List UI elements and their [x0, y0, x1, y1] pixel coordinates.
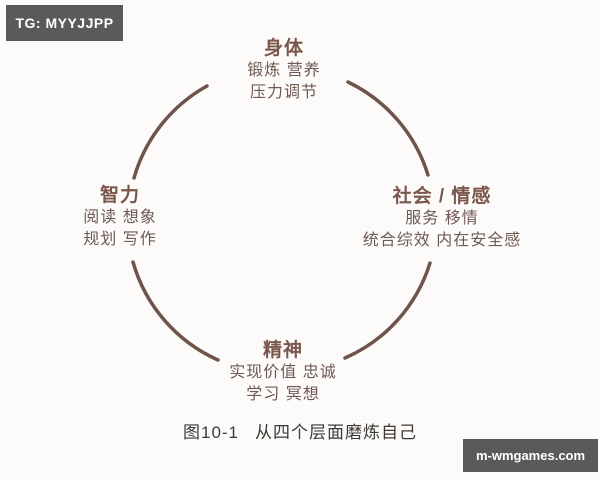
watermark-telegram-badge: TG: MYYJJPP — [6, 5, 123, 41]
node-physical-line-2: 压力调节 — [249, 84, 318, 101]
node-spiritual-line-2: 学习 冥想 — [246, 386, 320, 403]
node-social-emotional-line-1: 服务 移情 — [405, 210, 479, 227]
figure-title: 从四个层面磨炼自己 — [255, 423, 418, 442]
circle-arc-top-left — [132, 84, 209, 180]
node-spiritual-title: 精神 — [262, 340, 303, 361]
node-mental-line-1: 阅读 想象 — [83, 209, 157, 226]
node-social-emotional-line-2: 统合综效 内在安全感 — [362, 232, 522, 249]
watermark-site-badge: m-wmgames.com — [463, 439, 598, 472]
node-physical: 身体 锻炼 营养 压力调节 — [184, 38, 384, 104]
node-physical-title: 身体 — [263, 38, 304, 59]
node-mental-title: 智力 — [99, 185, 140, 206]
node-mental: 智力 阅读 想象 规划 写作 — [20, 185, 220, 251]
node-social-emotional-title: 社会 / 情感 — [392, 186, 492, 207]
figure-number: 图10-1 — [182, 423, 240, 442]
node-mental-line-2: 规划 写作 — [83, 231, 157, 248]
node-spiritual: 精神 实现价值 忠诚 学习 冥想 — [173, 340, 393, 406]
node-spiritual-line-1: 实现价值 忠诚 — [229, 364, 337, 381]
circle-arc-bottom-right — [343, 261, 432, 360]
node-physical-line-1: 锻炼 营养 — [247, 62, 321, 79]
circle-arc-bottom-left — [131, 260, 220, 362]
circle-arc-top-right — [346, 80, 430, 177]
figure-caption: 图10-1 从四个层面磨炼自己 — [0, 422, 600, 444]
node-social-emotional: 社会 / 情感 服务 移情 统合综效 内在安全感 — [311, 186, 573, 252]
